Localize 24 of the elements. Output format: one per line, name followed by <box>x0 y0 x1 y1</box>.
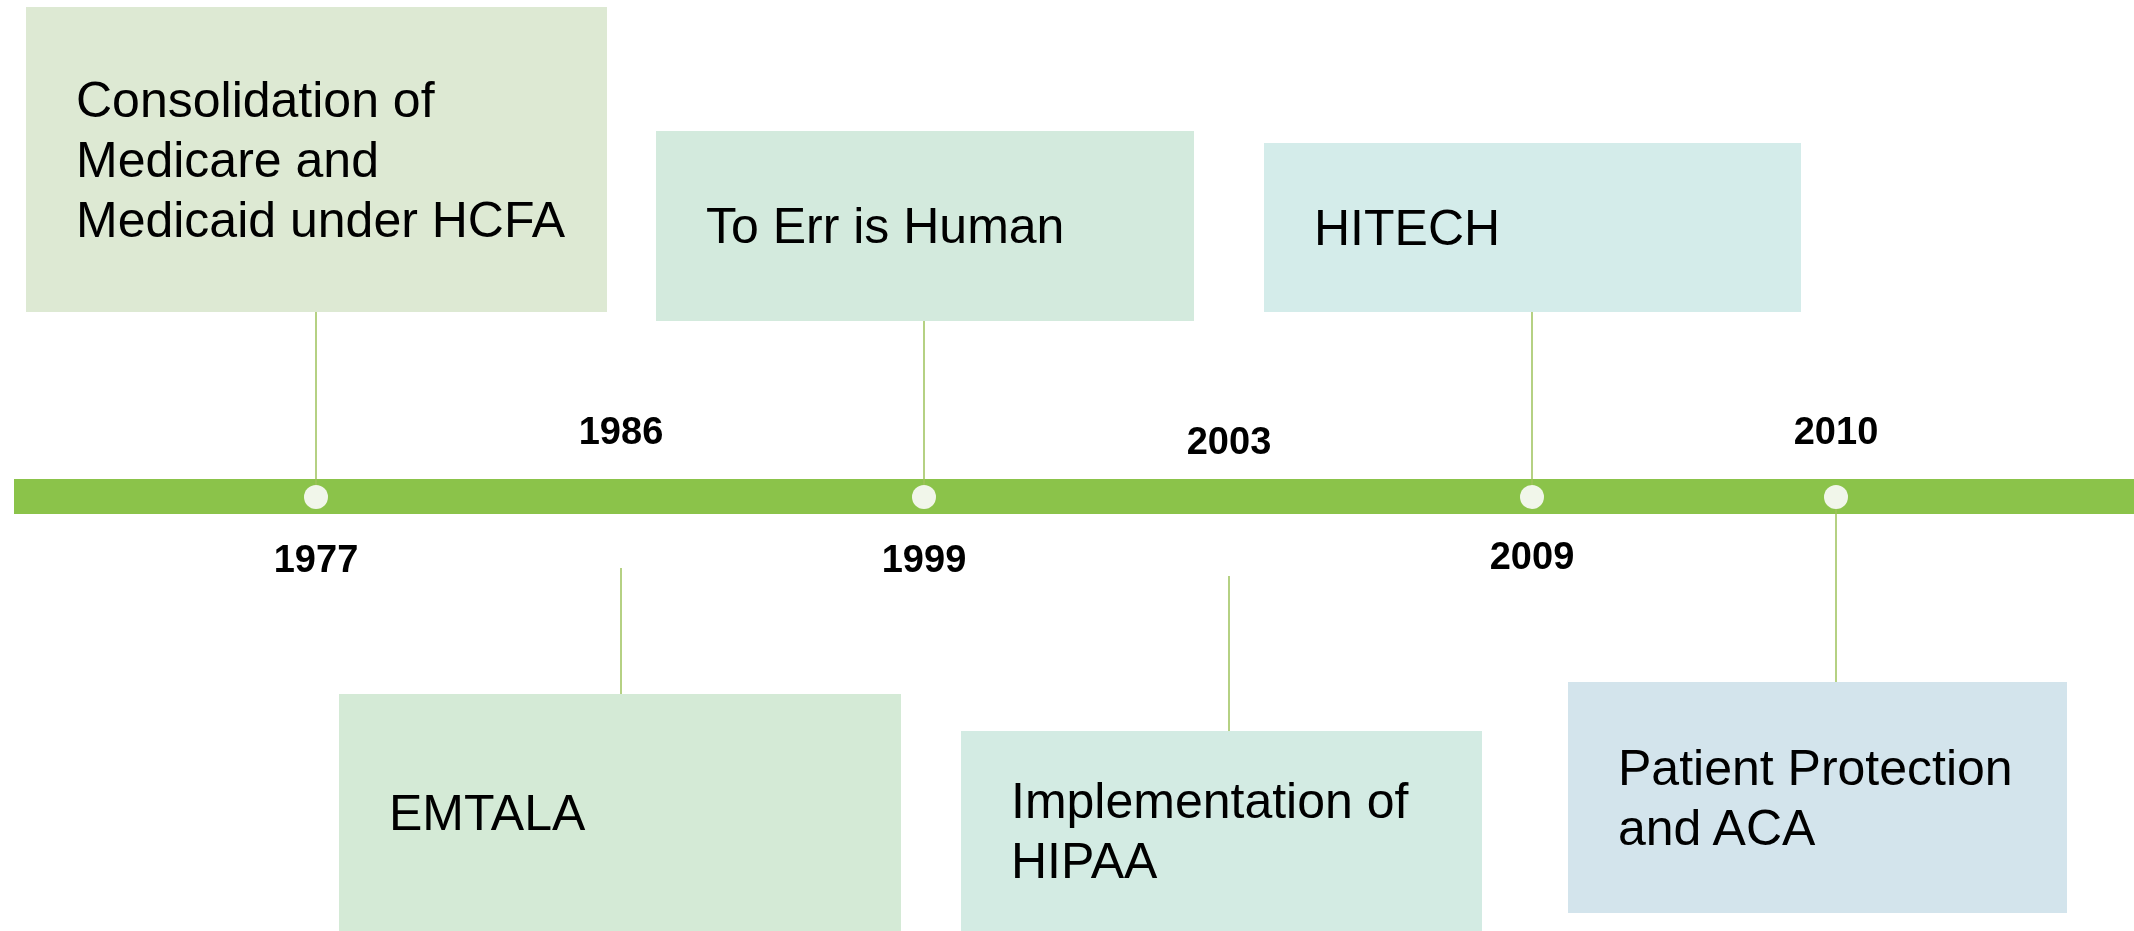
event-box <box>26 7 607 312</box>
year-label: 2009 <box>1489 535 1575 578</box>
leader-line <box>620 567 622 695</box>
event-text: HITECH <box>1314 198 1501 258</box>
event-box <box>656 131 1194 321</box>
event-box <box>339 694 901 931</box>
event-text: To Err is Human <box>706 197 1065 256</box>
event-text: Implementation of HIPAA <box>1011 772 1410 891</box>
event-box <box>1264 143 1801 312</box>
year-label: 1999 <box>881 538 967 581</box>
leader-line <box>1835 508 1837 683</box>
year-label: 1986 <box>578 410 664 453</box>
event-text: Consolidation of Medicare and Medicaid under HCFA <box>76 70 567 250</box>
year-label: 1977 <box>273 538 359 581</box>
leader-line <box>1228 575 1230 732</box>
event-box <box>1568 682 2067 913</box>
year-label: 2003 <box>1186 420 1272 463</box>
year-label: 2010 <box>1793 410 1879 453</box>
leader-line <box>1531 311 1533 486</box>
leader-line <box>923 320 925 486</box>
event-text: EMTALA <box>389 783 586 843</box>
event-box <box>961 731 1482 931</box>
event-text: Patient Protection and ACA <box>1618 738 2014 858</box>
leader-line <box>315 311 317 486</box>
